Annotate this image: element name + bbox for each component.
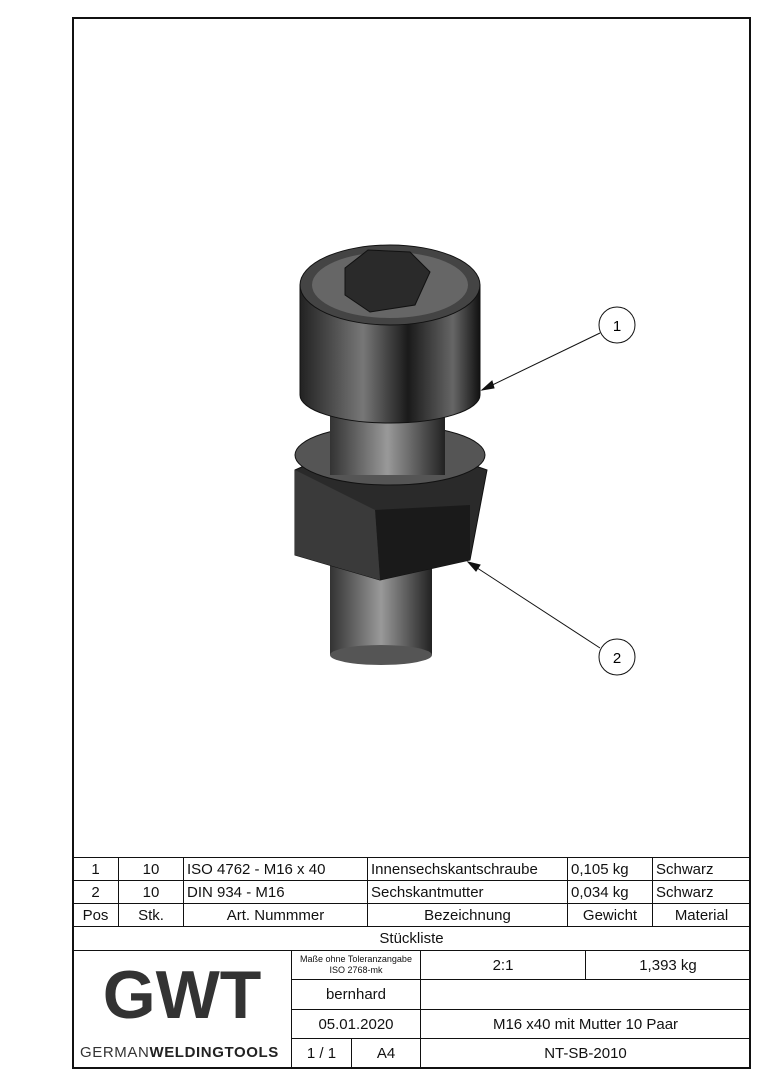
author: bernhard (292, 980, 421, 1010)
parts-list-title: Stückliste (73, 927, 750, 951)
empty-cell (421, 980, 750, 1010)
bolt-nut-drawing: 1 2 (294, 244, 636, 676)
total-weight: 1,393 kg (586, 951, 750, 980)
row2-pos: 2 (73, 881, 119, 904)
balloon-1: 1 (598, 306, 636, 344)
header-material: Material (653, 904, 750, 927)
header-description: Bezeichnung (368, 904, 568, 927)
logo-tagline: GERMANWELDINGTOOLS (80, 1044, 279, 1062)
date: 05.01.2020 (292, 1010, 421, 1039)
header-qty: Stk. (119, 904, 184, 927)
tolerance-line1: Maße ohne Toleranzangabe (300, 954, 412, 964)
header-article: Art. Nummmer (184, 904, 368, 927)
logo-tagline-bold: WELDINGTOOLS (149, 1044, 279, 1061)
row1-article: ISO 4762 - M16 x 40 (184, 858, 368, 881)
leader-lines (466, 332, 601, 649)
drawing-frame (72, 17, 751, 1069)
row2-weight: 0,034 kg (568, 881, 653, 904)
drawing-title: M16 x40 mit Mutter 10 Paar (421, 1010, 750, 1039)
tolerance-line2: ISO 2768-mk (329, 965, 383, 975)
row1-pos: 1 (73, 858, 119, 881)
format: A4 (352, 1039, 421, 1068)
row1-weight: 0,105 kg (568, 858, 653, 881)
sheet: 1 / 1 (292, 1039, 352, 1068)
row1-material: Schwarz (653, 858, 750, 881)
row1-qty: 10 (119, 858, 184, 881)
parts-list-top-rule (73, 857, 750, 858)
logo-letters: GWT (103, 957, 262, 1033)
row1-description: Innensechskantschraube (368, 858, 568, 881)
header-weight: Gewicht (568, 904, 653, 927)
header-pos: Pos (73, 904, 119, 927)
row2-article: DIN 934 - M16 (184, 881, 368, 904)
balloon-2: 2 (598, 638, 636, 676)
logo-tagline-light: GERMAN (80, 1044, 150, 1061)
drawing-number: NT-SB-2010 (544, 1045, 627, 1062)
tolerance-note: Maße ohne Toleranzangabe ISO 2768-mk (292, 951, 421, 980)
gwt-logo: GWT GERMANWELDINGTOOLS (74, 952, 291, 1067)
balloon-1-label: 1 (613, 318, 621, 335)
row2-material: Schwarz (653, 881, 750, 904)
row2-qty: 10 (119, 881, 184, 904)
logo-cell (73, 951, 292, 1068)
balloon-2-label: 2 (613, 650, 621, 667)
row2-description: Sechskantmutter (368, 881, 568, 904)
bolt-head (299, 244, 481, 424)
scale: 2:1 (421, 951, 586, 980)
